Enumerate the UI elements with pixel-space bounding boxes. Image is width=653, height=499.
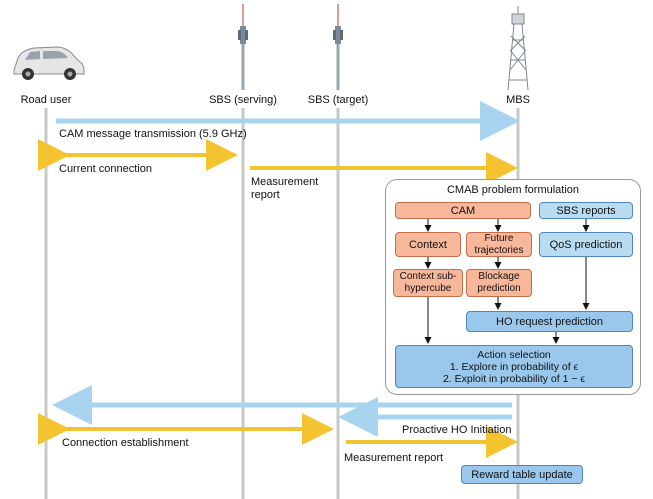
- cell-tower-icon: [333, 4, 343, 90]
- action-selection-title: Action selection: [477, 348, 551, 361]
- label-connection-establishment: Connection establishment: [62, 437, 189, 449]
- panel-title: CMAB problem formulation: [446, 184, 580, 196]
- actor-mbs: MBS: [506, 94, 530, 106]
- box-blockage-prediction: Blockage prediction: [466, 269, 532, 297]
- label-measurement-report-1: Measurement report: [251, 176, 319, 201]
- box-qos-prediction: QoS prediction: [539, 232, 633, 257]
- box-future-trajectories: Future trajectories: [466, 232, 532, 257]
- box-ho-request-prediction: HO request prediction: [466, 311, 633, 332]
- box-reward-table-update: Reward table update: [461, 465, 583, 484]
- label-measurement-report-2: Measurement report: [344, 452, 444, 464]
- actor-road-user: Road user: [20, 94, 72, 106]
- box-action-selection: Action selection 1. Explore in probabili…: [395, 345, 633, 388]
- label-proactive-ho: Proactive HO Initiation: [402, 424, 512, 436]
- car-icon: [13, 46, 85, 80]
- cell-tower-icon: [238, 4, 248, 90]
- label-cam-transmission: CAM message transmission (5.9 GHz): [59, 128, 247, 140]
- macro-tower-icon: [507, 6, 529, 91]
- actor-sbs-target: SBS (target): [307, 94, 369, 106]
- box-context: Context: [395, 232, 461, 257]
- box-context-sub-hypercube: Context sub- hypercube: [393, 269, 463, 297]
- panel-connectors: [424, 219, 590, 344]
- label-current-connection: Current connection: [59, 163, 152, 175]
- action-exploit: 2. Exploit in probability of 1 − ϵ: [442, 372, 586, 385]
- actor-sbs-serving: SBS (serving): [209, 94, 277, 106]
- action-explore: 1. Explore in probability of ϵ: [449, 360, 579, 373]
- cmab-panel: CMAB problem formulation CAM SBS reports…: [385, 179, 641, 395]
- box-sbs-reports: SBS reports: [539, 202, 633, 219]
- box-cam: CAM: [395, 202, 531, 219]
